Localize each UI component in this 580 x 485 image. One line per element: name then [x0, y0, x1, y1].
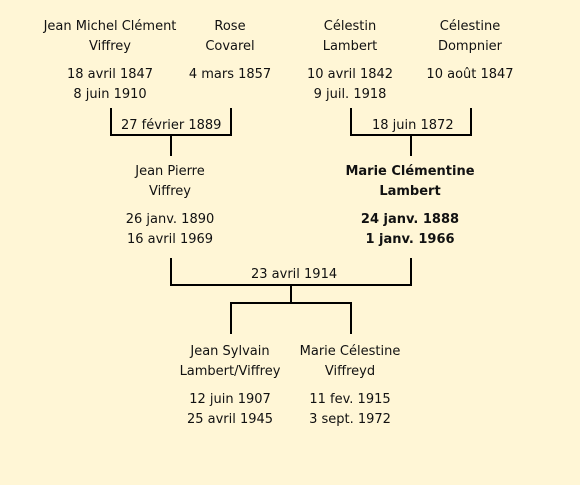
- person-name: Viffrey: [89, 39, 131, 54]
- person-name: Jean Pierre: [135, 164, 205, 179]
- connector-line: [350, 302, 352, 334]
- person-card: Jean Sylvain Lambert/Viffrey 12 juin 190…: [160, 342, 300, 430]
- person-name: Lambert: [379, 184, 441, 199]
- connector-line: [350, 108, 352, 136]
- marriage-date: 23 avril 1914: [248, 267, 341, 283]
- person-name: Marie Clémentine: [345, 164, 475, 179]
- person-name: Lambert/Viffrey: [179, 364, 281, 379]
- birth-date: 10 avril 1842: [306, 67, 394, 82]
- person-card: Célestine Dompnier 10 août 1847: [400, 17, 540, 85]
- marriage-date-text: 23 avril 1914: [251, 267, 338, 282]
- person-card: Rose Covarel 4 mars 1857: [160, 17, 300, 85]
- birth-date: 18 avril 1847: [66, 67, 154, 82]
- birth-date: 4 mars 1857: [188, 67, 272, 82]
- death-date: 3 sept. 1972: [309, 412, 391, 427]
- person-card: Marie Célestine Viffreyd 11 fev. 1915 3 …: [280, 342, 420, 430]
- person-name: Lambert: [322, 39, 378, 54]
- connector-line: [470, 108, 472, 136]
- death-date: 9 juil. 1918: [313, 87, 387, 102]
- connector-line: [230, 108, 232, 136]
- birth-date: 24 janv. 1888: [360, 212, 460, 227]
- person-card: Jean Pierre Viffrey 26 janv. 1890 16 avr…: [100, 162, 240, 250]
- person-name: Rose: [214, 19, 246, 34]
- person-name: Viffrey: [149, 184, 191, 199]
- connector-line: [230, 302, 232, 334]
- connector-line: [170, 134, 172, 156]
- person-card: Célestin Lambert 10 avril 1842 9 juil. 1…: [280, 17, 420, 105]
- person-card: Jean Michel Clément Viffrey 18 avril 184…: [40, 17, 180, 105]
- person-name: Dompnier: [437, 39, 503, 54]
- marriage-date: 18 juin 1872: [369, 118, 457, 134]
- person-card-highlighted: Marie Clémentine Lambert 24 janv. 1888 1…: [340, 162, 480, 250]
- person-name: Célestin: [323, 19, 377, 34]
- marriage-date-text: 27 février 1889: [121, 118, 222, 133]
- person-name: Marie Célestine: [299, 344, 401, 359]
- connector-line: [170, 258, 172, 286]
- birth-date: 10 août 1847: [426, 67, 514, 82]
- connector-line: [230, 302, 352, 304]
- connector-line: [410, 258, 412, 286]
- marriage-date: 27 février 1889: [118, 118, 225, 134]
- death-date: 8 juin 1910: [73, 87, 147, 102]
- connector-line: [110, 108, 112, 136]
- person-name: Covarel: [205, 39, 255, 54]
- connector-line: [290, 284, 292, 304]
- person-name: Jean Michel Clément: [43, 19, 177, 34]
- marriage-date-text: 18 juin 1872: [372, 118, 454, 133]
- birth-date: 26 janv. 1890: [125, 212, 215, 227]
- death-date: 1 janv. 1966: [365, 232, 455, 247]
- person-name: Célestine: [439, 19, 501, 34]
- death-date: 25 avril 1945: [186, 412, 274, 427]
- birth-date: 11 fev. 1915: [309, 392, 391, 407]
- death-date: 16 avril 1969: [126, 232, 214, 247]
- birth-date: 12 juin 1907: [189, 392, 271, 407]
- person-name: Viffreyd: [324, 364, 376, 379]
- connector-line: [410, 134, 412, 156]
- person-name: Jean Sylvain: [190, 344, 270, 359]
